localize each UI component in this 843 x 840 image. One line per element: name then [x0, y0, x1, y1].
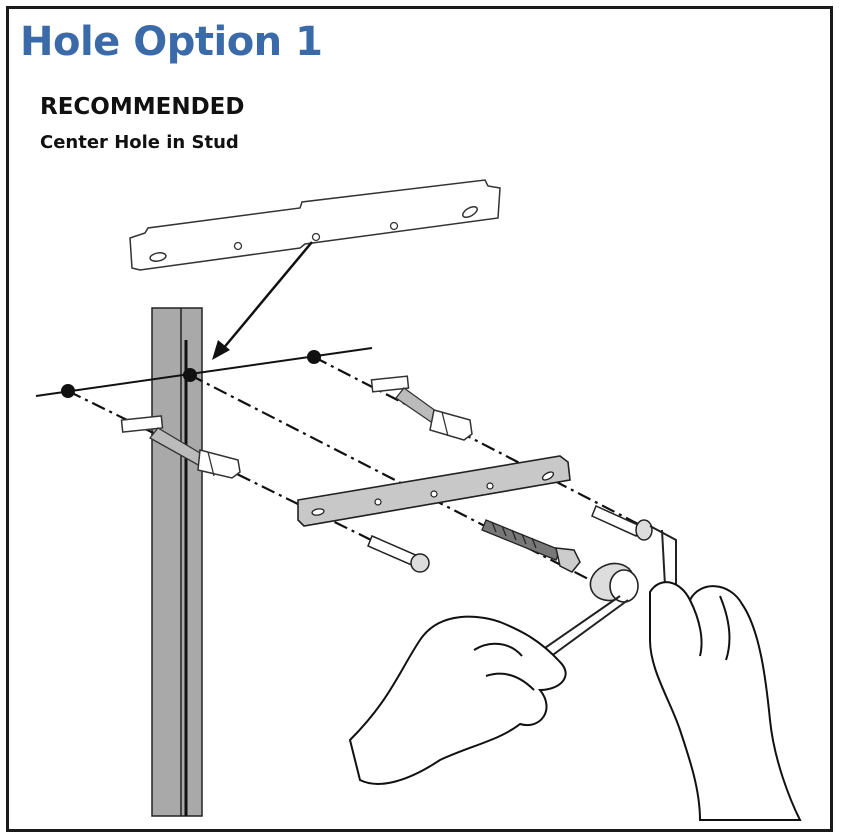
socket-wrench [515, 562, 639, 677]
anchor-bolt [367, 535, 430, 573]
lag-screw [481, 519, 581, 573]
diagram-title: Hole Option 1 [20, 19, 323, 65]
center-hole-caption: Center Hole in Stud [40, 132, 239, 153]
allen-key [591, 504, 677, 605]
drywall-anchor-right [370, 375, 473, 441]
level-line [35, 347, 373, 398]
drywall-anchor-left [120, 415, 241, 479]
placement-arrow [212, 241, 313, 360]
wall-stud [151, 307, 203, 817]
mounting-bracket [297, 455, 571, 527]
left-hand [348, 615, 567, 785]
recommended-label: RECOMMENDED [40, 94, 245, 120]
template-bracket [129, 179, 501, 271]
right-hand [649, 581, 802, 821]
